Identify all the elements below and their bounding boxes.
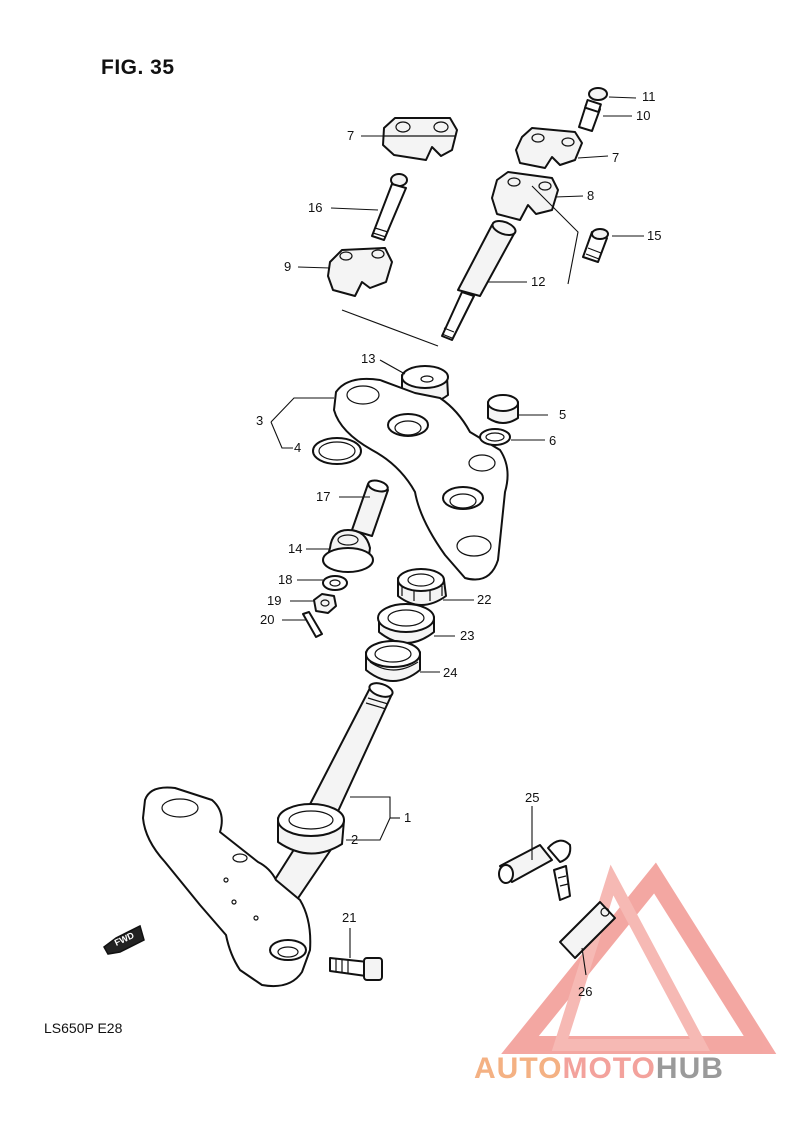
- callout-26: 26: [578, 984, 593, 999]
- watermark-text-auto: AUTO: [474, 1052, 563, 1085]
- model-code: LS650P E28: [44, 1020, 123, 1036]
- part-16-bolt: [371, 173, 408, 241]
- part-12-damper-rod: [441, 220, 517, 341]
- part-10-bolt: [578, 99, 602, 132]
- callout-2: 2: [351, 832, 359, 847]
- part-5-cap-nut: [487, 394, 519, 424]
- callout-23: 23: [460, 628, 475, 643]
- part-11-cap: [588, 87, 608, 101]
- callout-25: 25: [525, 790, 540, 805]
- part-22-steering-nut: [397, 568, 447, 606]
- callout-6: 6: [549, 433, 557, 448]
- callout-5: 5: [559, 407, 567, 422]
- callout-7-left: 7: [347, 128, 355, 143]
- callout-17: 17: [316, 489, 331, 504]
- part-21-bolt: [329, 957, 383, 981]
- callout-10: 10: [636, 108, 651, 123]
- part-14-damper: [322, 529, 374, 573]
- part-15-bolt: [582, 228, 609, 263]
- part-17-collar: [351, 479, 389, 537]
- figure-title: FIG. 35: [101, 56, 175, 79]
- callout-24: 24: [443, 665, 458, 680]
- callout-16: 16: [308, 200, 323, 215]
- callout-22: 22: [477, 592, 492, 607]
- part-4-o-ring: [312, 437, 362, 465]
- callout-8: 8: [587, 188, 595, 203]
- part-7-handlebar-holder-left: [382, 117, 458, 161]
- forward-direction-marker: [103, 924, 145, 955]
- callout-9: 9: [284, 259, 292, 274]
- part-3-upper-bracket: [333, 377, 509, 581]
- callout-3: 3: [256, 413, 264, 428]
- callout-12: 12: [531, 274, 546, 289]
- leader-lines: [270, 96, 644, 976]
- watermark-text-hub: HUB: [655, 1052, 724, 1085]
- callout-18: 18: [278, 572, 293, 587]
- callout-20: 20: [260, 612, 275, 627]
- part-23-bearing-race: [377, 603, 435, 644]
- callout-19: 19: [267, 593, 282, 608]
- callout-13: 13: [361, 351, 376, 366]
- watermark-text: AUTOMOTOHUB: [474, 1052, 724, 1086]
- part-7-handlebar-holder-right: [515, 127, 583, 169]
- callout-11: 11: [642, 89, 656, 104]
- callout-15: 15: [647, 228, 662, 243]
- part-18-washer: [322, 575, 348, 591]
- part-20-cotter-pin: [302, 611, 323, 638]
- part-6-washer: [479, 428, 511, 446]
- callout-21: 21: [342, 910, 357, 925]
- callout-7-right: 7: [612, 150, 620, 165]
- part-26-plate: [559, 901, 616, 959]
- part-25-steering-lock: [498, 839, 572, 901]
- watermark-logo-triangle: [501, 862, 777, 1054]
- callout-1: 1: [404, 810, 412, 825]
- part-19-nut: [313, 593, 337, 614]
- part-8-handlebar-holder-lower: [491, 171, 559, 221]
- part-2-dust-seal: [277, 803, 345, 855]
- callout-4: 4: [294, 440, 302, 455]
- watermark-text-moto: MOTO: [562, 1052, 656, 1085]
- callout-14: 14: [288, 541, 303, 556]
- part-9-handlebar-holder-lower-left: [327, 247, 393, 297]
- part-24-bearing: [365, 640, 421, 682]
